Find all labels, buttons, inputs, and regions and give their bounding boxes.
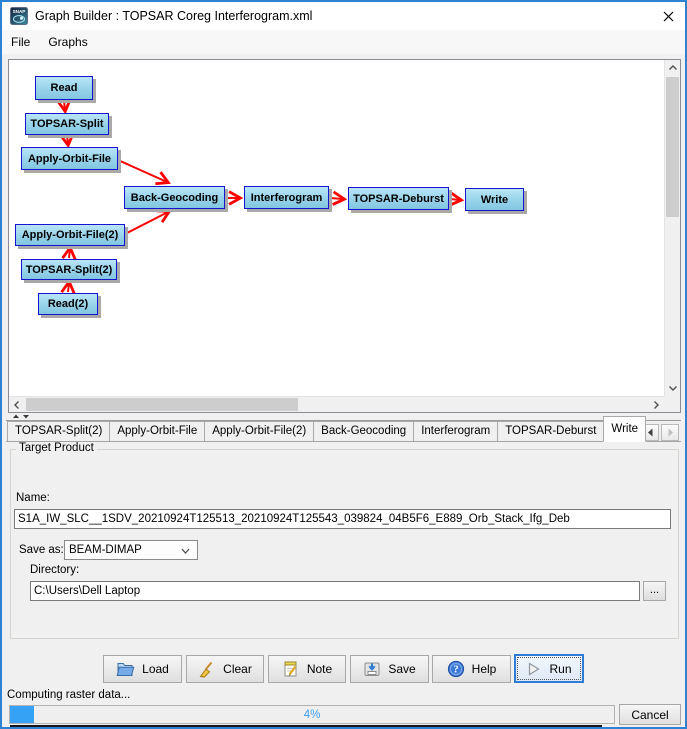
browse-button[interactable]: ...: [643, 581, 666, 601]
graph-node-topsar-split-2[interactable]: TOPSAR-Split(2): [21, 259, 117, 280]
directory-input[interactable]: [30, 581, 640, 601]
tab-back-geocoding[interactable]: Back-Geocoding: [313, 421, 415, 441]
scrollbar-corner: [664, 396, 680, 412]
pane-splitter[interactable]: [6, 413, 681, 421]
tab-scroll-buttons: [641, 424, 679, 441]
note-button[interactable]: Note: [268, 655, 346, 683]
tab-apply-orbit-file-2[interactable]: Apply-Orbit-File(2): [204, 421, 315, 441]
help-button[interactable]: ? Help: [432, 655, 511, 683]
clear-button[interactable]: Clear: [186, 655, 264, 683]
tab-scroll-right-button[interactable]: [661, 424, 679, 441]
window-title: Graph Builder : TOPSAR Coreg Interferogr…: [35, 9, 313, 23]
scroll-down-button[interactable]: [665, 380, 681, 396]
graph-node-back-geocoding[interactable]: Back-Geocoding: [124, 186, 225, 209]
folder-open-icon: [116, 663, 135, 676]
cancel-button[interactable]: Cancel: [619, 704, 681, 725]
menu-bar: File Graphs: [2, 30, 685, 54]
load-button[interactable]: Load: [103, 655, 182, 683]
graph-node-topsar-deburst[interactable]: TOPSAR-Deburst: [348, 187, 449, 210]
snap-logo-icon: SNAP: [10, 7, 28, 25]
graph-node-write[interactable]: Write: [465, 188, 524, 211]
save-button[interactable]: Save: [350, 655, 429, 683]
close-icon: [663, 11, 673, 21]
triangle-right-icon: [668, 428, 673, 437]
chevron-up-icon: [669, 65, 677, 70]
save-icon: [364, 662, 380, 676]
status-message: Computing raster data...: [7, 689, 131, 701]
scroll-right-button[interactable]: [648, 397, 664, 413]
save-button-label: Save: [388, 662, 416, 676]
tab-apply-orbit-file[interactable]: Apply-Orbit-File: [109, 421, 206, 441]
help-icon: ?: [447, 660, 464, 678]
progress-bar: 4%: [9, 705, 615, 724]
product-name-input[interactable]: [14, 509, 671, 529]
svg-text:?: ?: [453, 665, 458, 676]
graph-edge-5: [329, 198, 343, 199]
load-button-label: Load: [142, 662, 169, 676]
vertical-scroll-thumb[interactable]: [666, 77, 679, 217]
progress-percent: 4%: [303, 708, 321, 721]
graph-node-read-2[interactable]: Read(2): [38, 293, 98, 315]
scroll-left-button[interactable]: [9, 397, 25, 413]
graph-edge-3: [124, 212, 168, 235]
chevron-left-icon: [14, 401, 19, 409]
tab-topsar-split-2[interactable]: TOPSAR-Split(2): [7, 421, 111, 441]
format-select-value: BEAM-DIMAP: [69, 544, 142, 556]
tab-interferogram[interactable]: Interferogram: [413, 421, 499, 441]
close-button[interactable]: [656, 5, 680, 27]
graph-node-interferogram[interactable]: Interferogram: [244, 186, 329, 209]
run-button[interactable]: Run: [514, 654, 584, 683]
combo-chevron-down-icon: [181, 548, 190, 554]
splitter-grip-icon: [13, 414, 29, 419]
graph-node-read[interactable]: Read: [35, 76, 93, 100]
menu-item-graphs[interactable]: Graphs: [48, 35, 88, 49]
graph-edge-8: [69, 249, 70, 258]
vertical-scrollbar[interactable]: [664, 60, 680, 396]
run-button-label: Run: [549, 661, 572, 676]
svg-text:SNAP: SNAP: [13, 9, 26, 14]
help-button-label: Help: [471, 662, 497, 676]
menu-item-file[interactable]: File: [11, 35, 31, 49]
graph-edges: [9, 60, 664, 396]
horizontal-scroll-thumb[interactable]: [26, 398, 298, 411]
graph-edge-1: [67, 136, 68, 144]
graph-node-apply-orbit-file-2[interactable]: Apply-Orbit-File(2): [15, 224, 125, 246]
name-label: Name:: [16, 492, 50, 504]
clear-button-label: Clear: [223, 662, 252, 676]
save-as-label: Save as:: [19, 544, 64, 556]
tab-write[interactable]: Write: [603, 416, 647, 442]
run-icon: [529, 661, 541, 676]
progress-fill: [10, 706, 35, 723]
format-select[interactable]: BEAM-DIMAP: [64, 540, 198, 560]
broom-icon: [199, 661, 213, 678]
graph-edge-0: [64, 101, 65, 110]
graph-edge-6: [450, 199, 460, 200]
note-button-label: Note: [306, 662, 333, 676]
horizontal-scrollbar[interactable]: [9, 396, 664, 412]
graph-node-topsar-split[interactable]: TOPSAR-Split: [25, 113, 109, 135]
scroll-up-button[interactable]: [665, 60, 681, 76]
tab-topsar-deburst[interactable]: TOPSAR-Deburst: [497, 421, 605, 441]
chevron-down-icon: [669, 386, 677, 391]
chevron-right-icon: [654, 401, 659, 409]
graph-edge-7: [68, 283, 69, 292]
triangle-left-icon: [647, 428, 652, 437]
target-product-groupbox: [10, 449, 679, 639]
directory-label: Directory:: [30, 564, 80, 576]
graph-node-apply-orbit-file[interactable]: Apply-Orbit-File: [21, 147, 118, 170]
target-product-group-title: Target Product: [16, 442, 97, 454]
title-bar: SNAP Graph Builder : TOPSAR Coreg Interf…: [2, 2, 685, 30]
graph-edge-2: [117, 159, 167, 182]
bottom-edge-strip: [10, 725, 602, 727]
notepad-icon: [284, 661, 297, 677]
